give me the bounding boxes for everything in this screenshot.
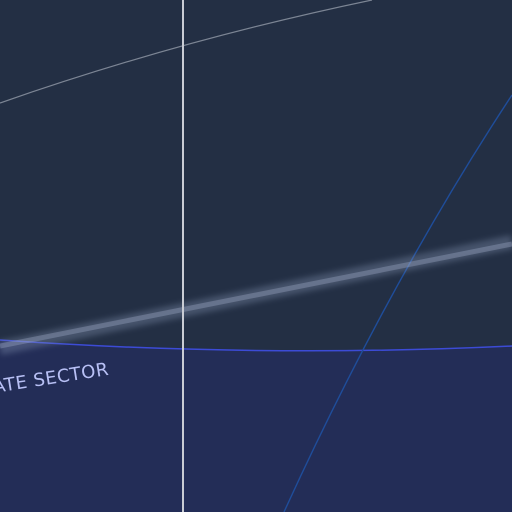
route-line-blue — [283, 94, 512, 512]
sector-boundary — [0, 339, 512, 352]
sector-area[interactable] — [0, 340, 512, 512]
jet-stream — [0, 235, 512, 355]
